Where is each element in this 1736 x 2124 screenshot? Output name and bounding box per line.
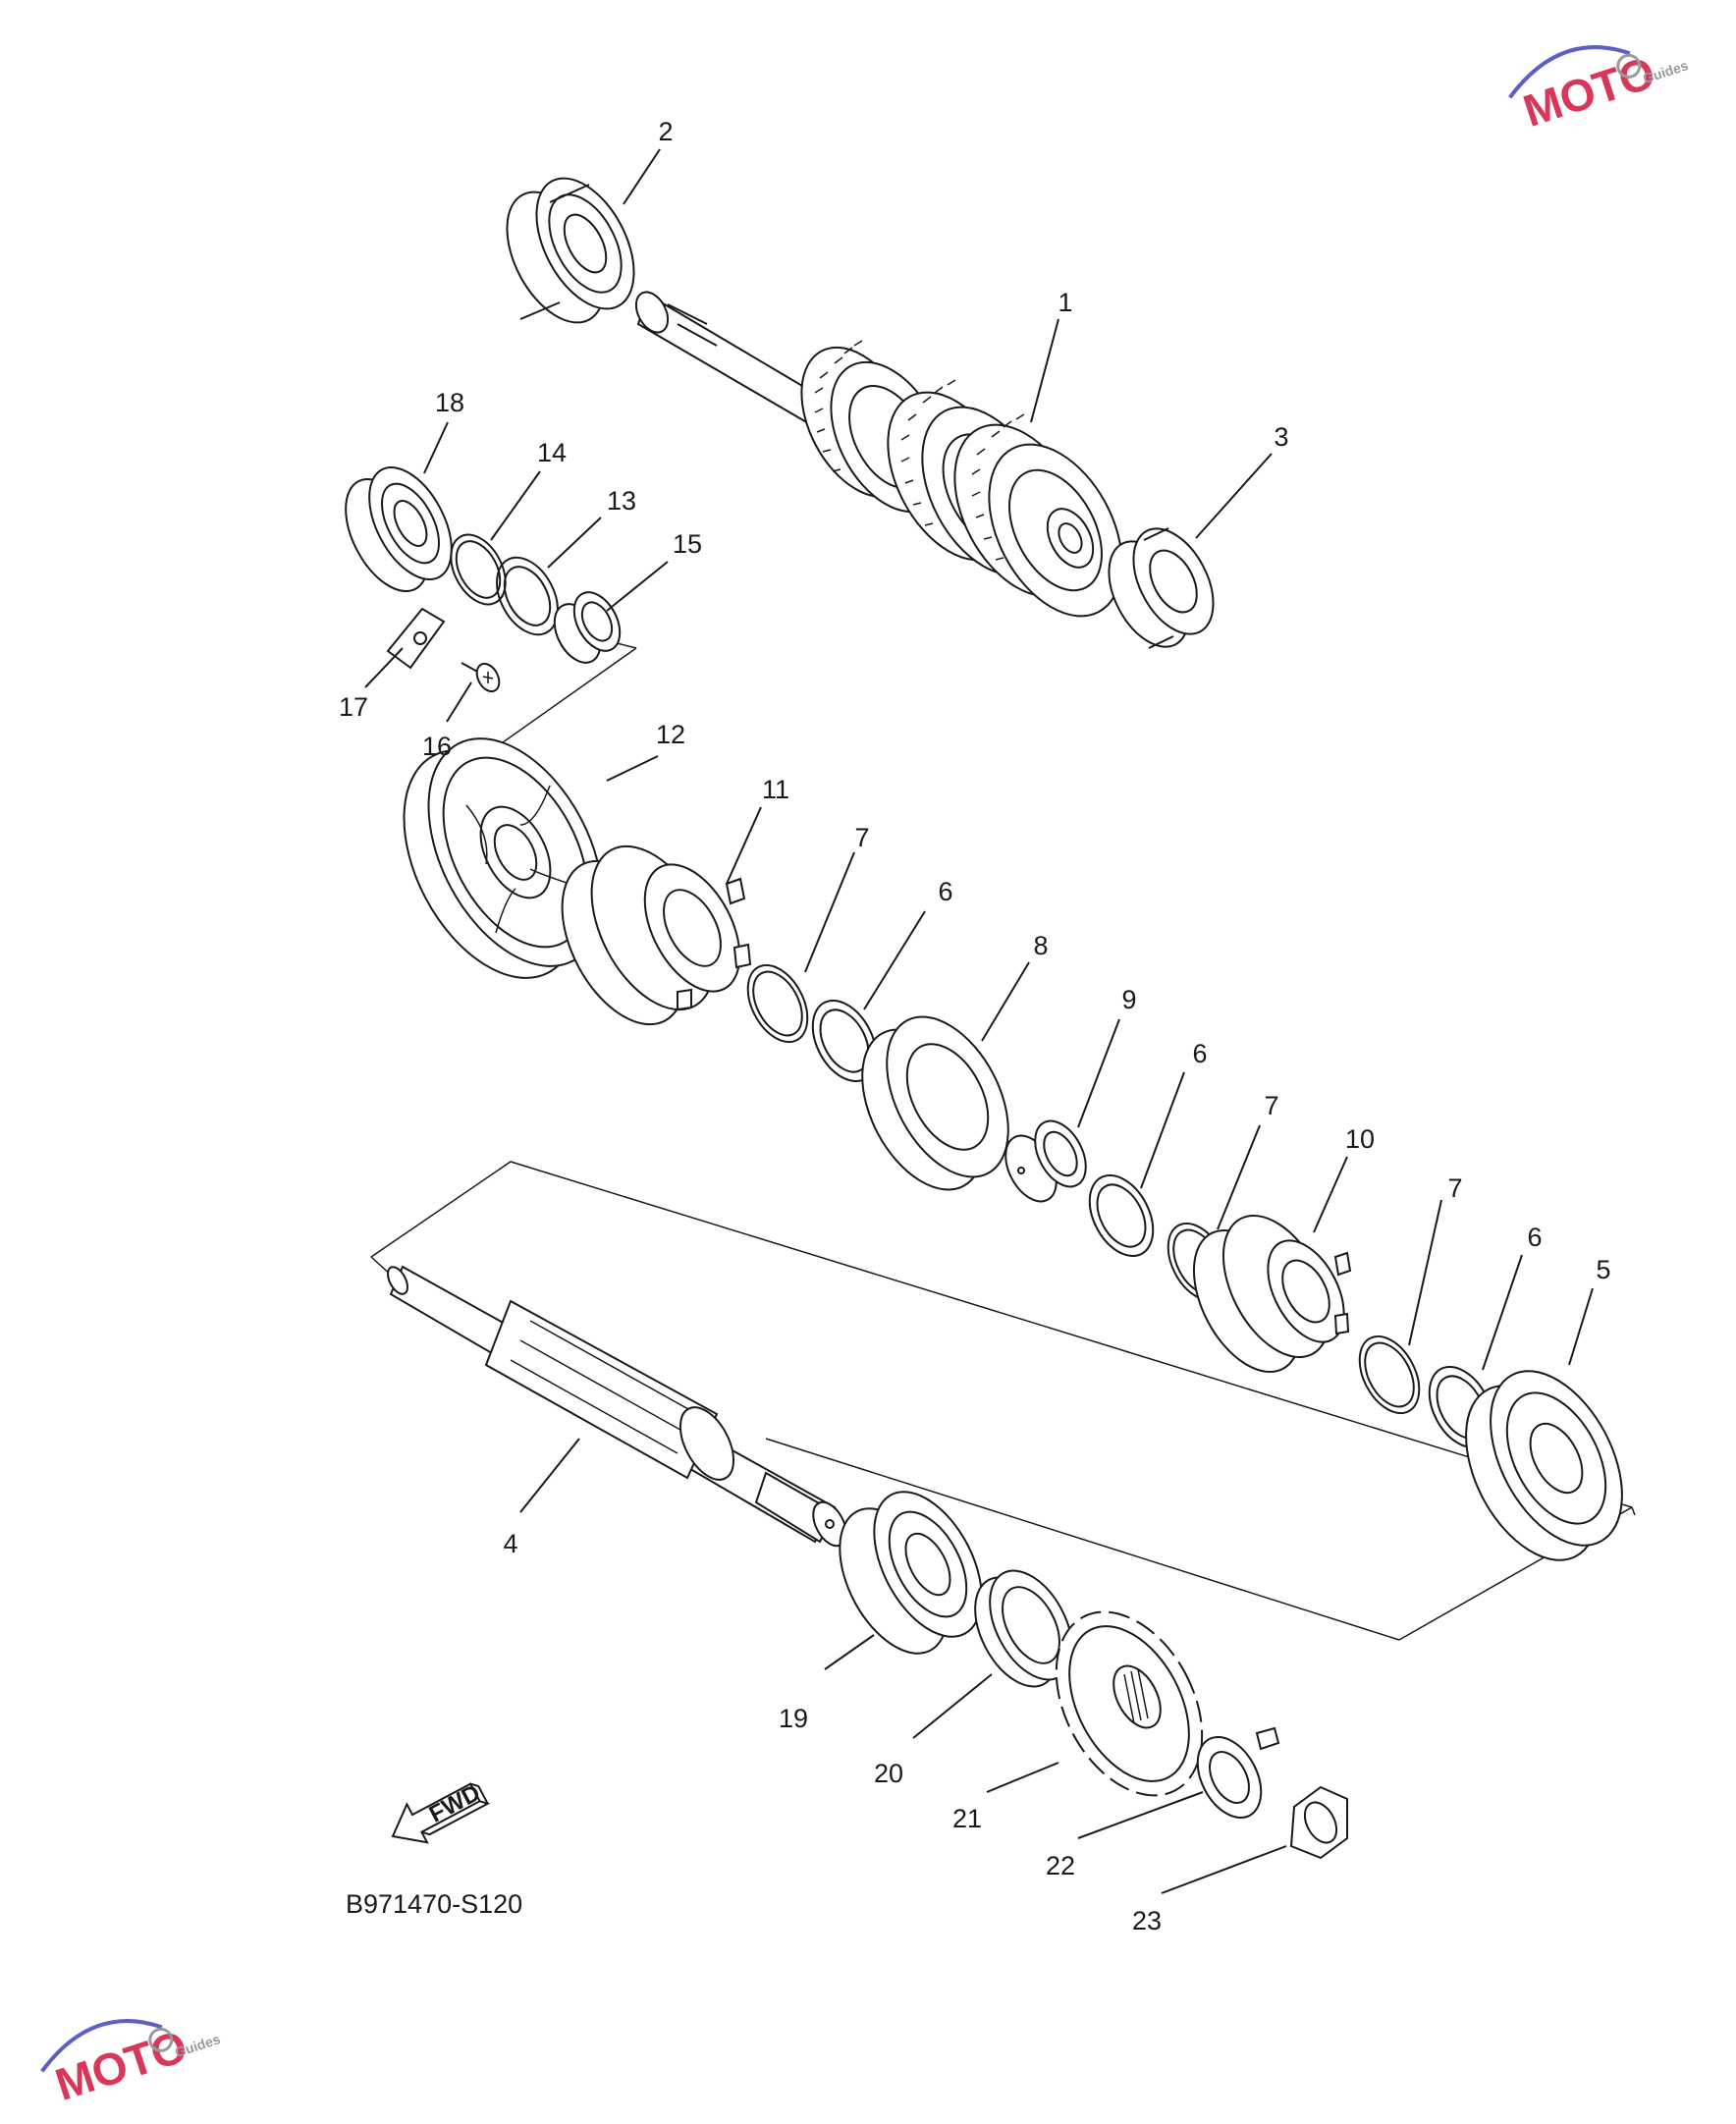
part-label-10: 10	[1345, 1124, 1375, 1154]
part-label-4: 4	[503, 1529, 517, 1558]
gear-icon	[148, 2027, 174, 2052]
part-label-6: 6	[1527, 1223, 1542, 1252]
part-8-gear	[861, 1015, 1009, 1191]
part-label-6: 6	[1192, 1039, 1207, 1068]
part-16-screw	[461, 662, 501, 693]
part-label-14: 14	[537, 438, 567, 467]
part-label-6: 6	[938, 877, 952, 906]
part-label-18: 18	[435, 388, 464, 417]
part-6-washer-b	[1088, 1173, 1155, 1258]
watermark-bottom-left: MOTO Guides	[40, 2019, 222, 2110]
part-10-gear	[1192, 1214, 1352, 1374]
part-15-bushing	[553, 591, 622, 664]
part-12-gear	[403, 737, 604, 979]
part-20-oil-seal	[974, 1569, 1073, 1688]
part-19-bearing	[839, 1491, 983, 1655]
part-label-7: 7	[1447, 1173, 1462, 1203]
part-2-bearing	[506, 177, 635, 324]
part-label-9: 9	[1121, 985, 1136, 1014]
watermark-text: MOTO	[1517, 46, 1661, 136]
part-11-gear	[561, 844, 752, 1026]
part-label-8: 8	[1033, 931, 1048, 960]
part-label-3: 3	[1274, 422, 1288, 452]
part-1-main-shaft	[634, 291, 1123, 618]
gear-icon	[1616, 53, 1642, 79]
part-label-23: 23	[1132, 1906, 1162, 1935]
part-label-13: 13	[607, 486, 636, 516]
part-label-20: 20	[874, 1759, 903, 1788]
part-4-drive-shaft	[387, 1265, 847, 1548]
part-label-1: 1	[1058, 288, 1072, 317]
part-14-circlip	[450, 533, 507, 606]
part-5-gear	[1465, 1370, 1623, 1561]
part-23-nut	[1289, 1785, 1348, 1860]
part-label-19: 19	[779, 1704, 808, 1733]
part-label-7: 7	[854, 823, 869, 852]
watermark-top-right: MOTO Guides	[1508, 45, 1690, 136]
part-label-7: 7	[1264, 1091, 1278, 1120]
fwd-arrow-icon: FWD	[391, 1779, 491, 1844]
part-label-12: 12	[656, 720, 685, 749]
part-17-plate	[386, 607, 446, 670]
part-3-bearing	[1108, 527, 1215, 649]
part-21-sprocket	[1055, 1610, 1204, 1797]
part-labels: 2 1 3 18 14 13 15 17 16 12 11 7 6 8 9 6 …	[339, 117, 1611, 1935]
part-label-15: 15	[673, 529, 702, 559]
part-7-circlip-a	[746, 963, 809, 1044]
drawing-code: B971470-S120	[346, 1889, 522, 1919]
part-label-11: 11	[762, 775, 789, 804]
part-label-22: 22	[1046, 1851, 1075, 1880]
part-label-5: 5	[1596, 1255, 1610, 1284]
watermark-text: MOTO	[49, 2020, 193, 2110]
part-label-16: 16	[422, 732, 452, 761]
part-22-lock-washer	[1196, 1726, 1280, 1820]
part-9-bushing	[1004, 1119, 1087, 1203]
leader-lines	[364, 148, 1594, 1894]
part-label-2: 2	[658, 117, 673, 146]
part-7-circlip-c	[1358, 1334, 1421, 1415]
part-label-17: 17	[339, 692, 368, 722]
part-18-bearing	[345, 465, 453, 593]
part-label-21: 21	[952, 1804, 982, 1833]
part-13-washer	[496, 556, 559, 636]
